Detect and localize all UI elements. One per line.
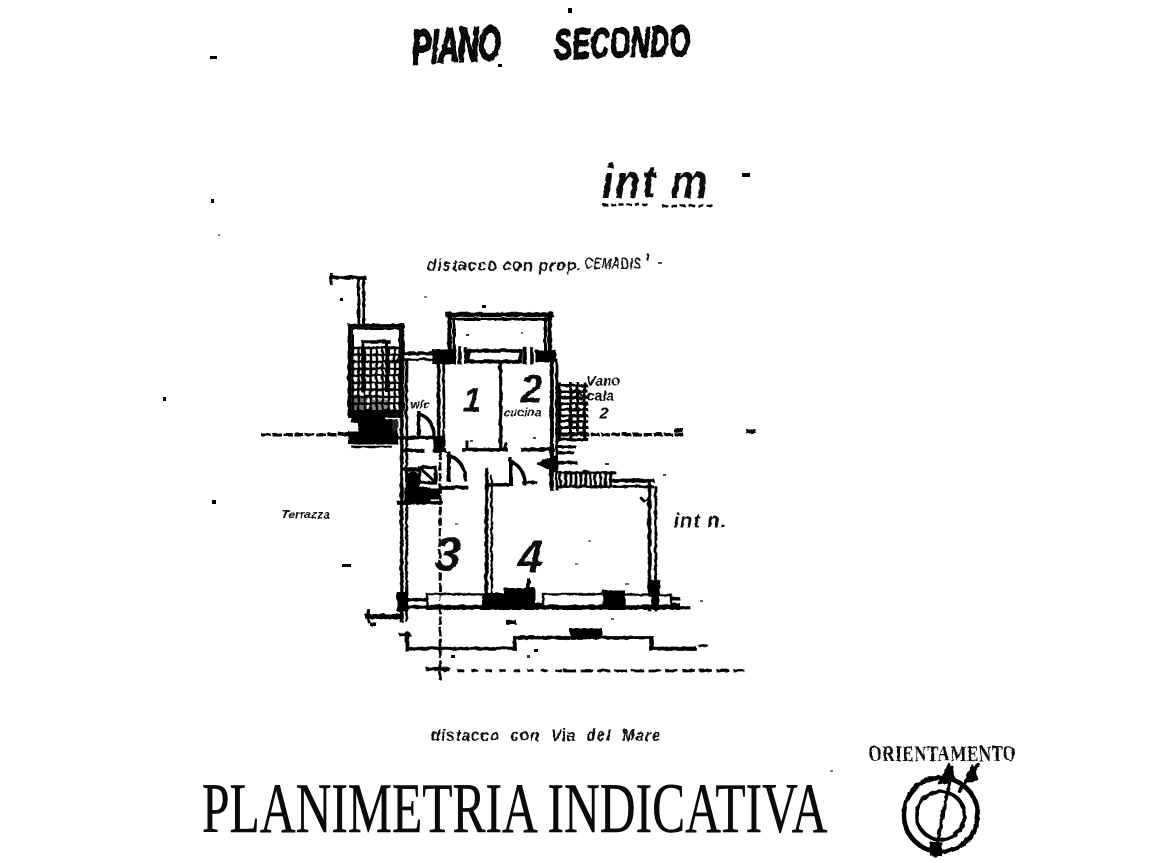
svg-text:cucina: cucina	[503, 405, 541, 419]
svg-text:4: 4	[516, 530, 543, 582]
svg-text:2: 2	[519, 367, 542, 411]
svg-text:distacco con Via del Mare: distacco con Via del Mare	[430, 725, 660, 744]
svg-text:int n.: int n.	[673, 510, 727, 532]
svg-text:2: 2	[598, 405, 608, 422]
svg-text:SECONDO: SECONDO	[553, 17, 690, 67]
svg-text:PIANO: PIANO	[410, 16, 502, 74]
svg-text:PLANIMETRIA INDICATIVA: PLANIMETRIA INDICATIVA	[202, 769, 827, 848]
svg-text:ORIENTAMENTO: ORIENTAMENTO	[868, 742, 1016, 766]
svg-text:Scala: Scala	[577, 387, 614, 403]
svg-text:CEMADIS: CEMADIS	[584, 253, 641, 272]
svg-text:3: 3	[434, 528, 461, 581]
svg-text:w/c: w/c	[410, 397, 430, 411]
svg-text:distacco con prop.: distacco con prop.	[426, 255, 582, 274]
svg-text:int m: int m	[601, 156, 709, 208]
svg-text:Vano: Vano	[586, 372, 620, 388]
svg-text:1: 1	[462, 381, 481, 419]
svg-text:Terrazza: Terrazza	[281, 507, 330, 521]
